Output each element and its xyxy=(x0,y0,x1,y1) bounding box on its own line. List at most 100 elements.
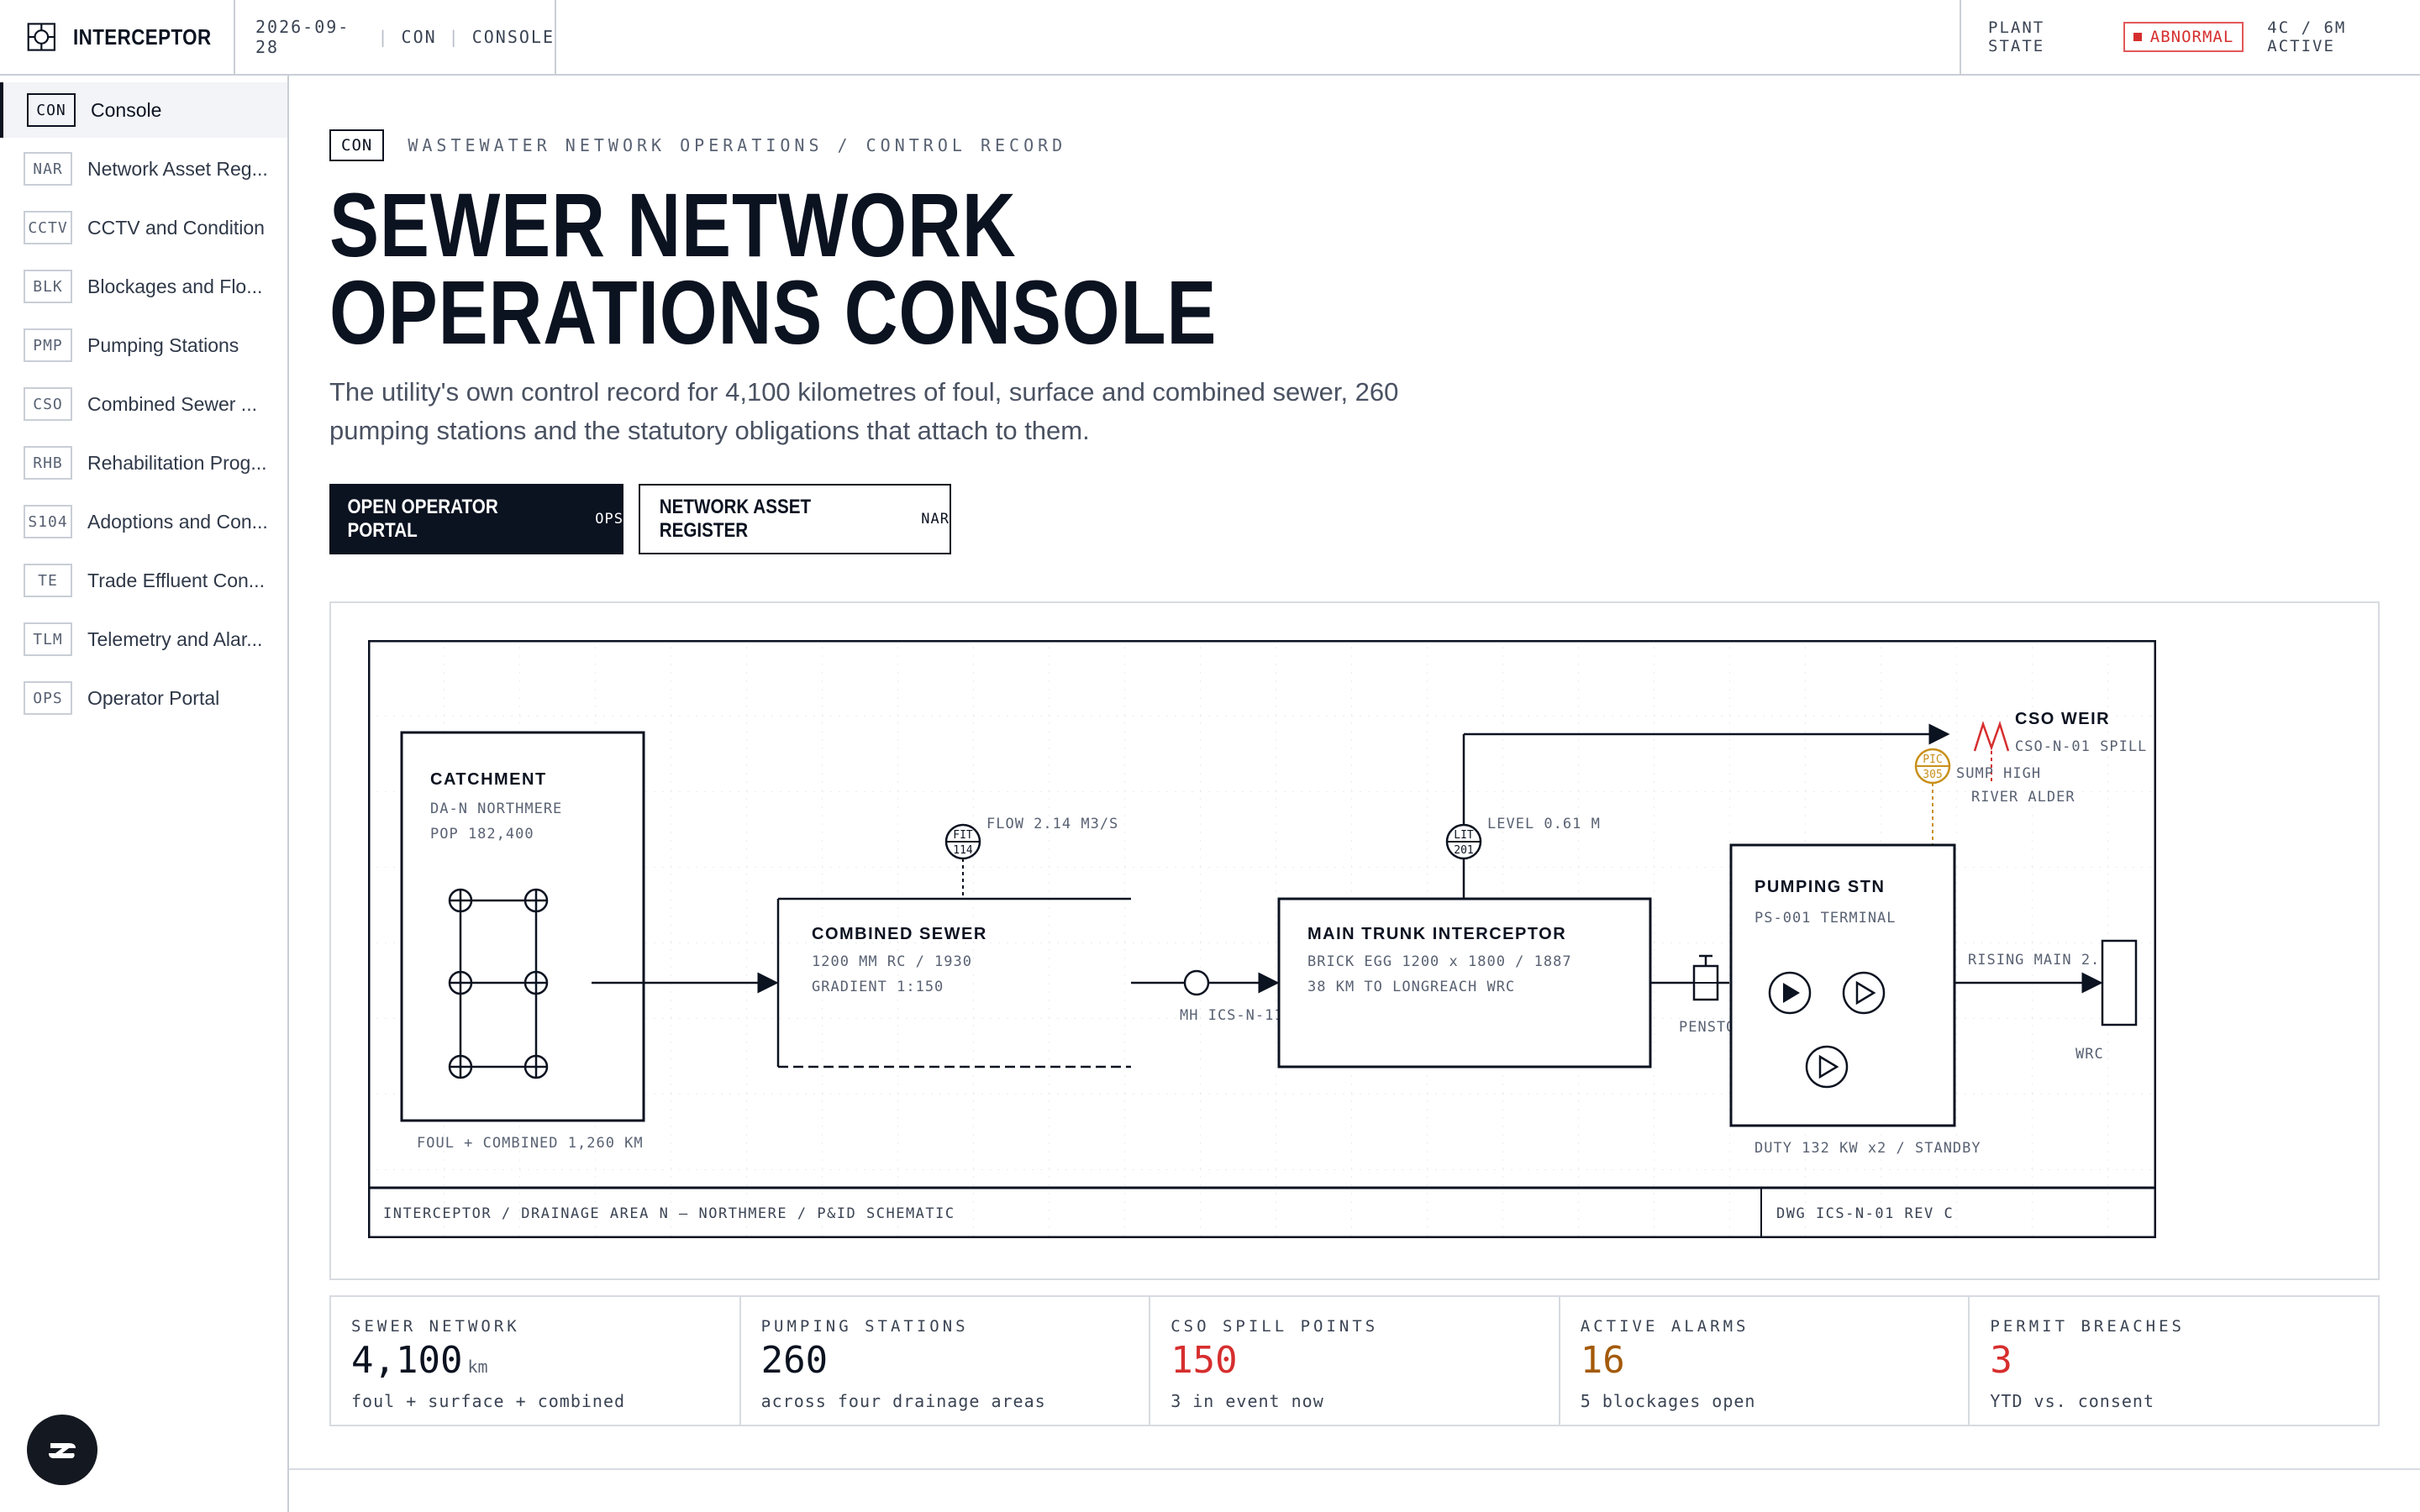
flow-reading: FLOW 2.14 M3/S xyxy=(986,816,1118,832)
kpi-note: foul + surface + combined xyxy=(351,1391,626,1411)
pump-station-id: PS-001 TERMINAL xyxy=(1754,910,1897,927)
drawing-title-block: INTERCEPTOR / DRAINAGE AREA N — NORTHMER… xyxy=(369,1186,2155,1237)
open-operator-portal-button[interactable]: OPEN OPERATOR PORTAL OPS xyxy=(329,484,623,554)
pump-running-icon[interactable] xyxy=(1768,971,1812,1015)
sump-receiving-water: RIVER ALDER xyxy=(1971,789,2075,806)
sidebar-item-label: Combined Sewer ... xyxy=(87,392,257,415)
kpi-label: SEWER NETWORK xyxy=(351,1317,520,1336)
crosshair-logo-icon xyxy=(27,23,55,51)
section-kicker: CON WASTEWATER NETWORK OPERATIONS / CONT… xyxy=(329,129,1066,161)
kpi-value: 150 xyxy=(1171,1339,1238,1382)
sump-alarm: SUMP HIGH xyxy=(1956,765,2041,782)
breadcrumb-separator: | xyxy=(377,27,390,47)
divider xyxy=(289,1468,2420,1470)
page-lede: The utility's own control record for 4,1… xyxy=(329,377,1399,445)
plant-state-value: ABNORMAL xyxy=(2149,28,2234,46)
kpi-unit: km xyxy=(467,1357,488,1377)
active-count: 4C / 6M ACTIVE xyxy=(2267,18,2347,55)
pump-duty: DUTY 132 KW x2 / STANDBY xyxy=(1754,1140,1981,1157)
rising-main-label: RISING MAIN 2.1 KM xyxy=(1968,952,2138,969)
main-trunk-interceptor-block[interactable]: MAIN TRUNK INTERCEPTOR BRICK EGG 1200 x … xyxy=(1277,897,1652,1068)
kpi-label: PERMIT BREACHES xyxy=(1990,1317,2185,1336)
kpi-label: ACTIVE ALARMS xyxy=(1580,1317,1749,1336)
alarm-square-icon xyxy=(2133,33,2142,41)
kpi-value: 4,100 xyxy=(351,1339,463,1382)
manhole-grid-icon xyxy=(448,888,549,1079)
sidebar-item-operator-portal[interactable]: OPS Operator Portal xyxy=(0,670,287,726)
sidebar-item-code: CSO xyxy=(24,387,72,421)
breadcrumb-page: CONSOLE xyxy=(471,27,555,47)
assistant-icon xyxy=(49,1443,76,1458)
sidebar-item-code: PMP xyxy=(24,328,72,362)
pump-standby-icon[interactable] xyxy=(1842,971,1886,1015)
combined-sewer-block[interactable]: COMBINED SEWER 1200 MM RC / 1930 GRADIEN… xyxy=(776,897,1131,1068)
sidebar-item-pumping-stations[interactable]: PMP Pumping Stations xyxy=(0,318,287,373)
breadcrumb-separator: | xyxy=(448,27,460,47)
breadcrumb: 2026-09-28 | CON | CONSOLE xyxy=(235,0,556,74)
flow-instrument[interactable]: FIT 114 FLOW 2.14 M3/S xyxy=(944,816,1118,899)
kpi-label: CSO SPILL POINTS xyxy=(1171,1317,1379,1336)
button-code: OPS xyxy=(595,511,623,528)
sidebar-item-label: Operator Portal xyxy=(87,686,220,709)
sidebar-item-combined-sewer[interactable]: CSO Combined Sewer ... xyxy=(0,376,287,432)
sump-level-instrument[interactable]: PIC 305 SUMP HIGH RIVER ALDER xyxy=(1914,748,2075,845)
plant-state-label: PLANT STATE xyxy=(1988,18,2045,55)
level-instrument[interactable]: LIT 201 LEVEL 0.61 M xyxy=(1445,723,1950,899)
kpi-note: 5 blockages open xyxy=(1580,1391,1756,1411)
kpi-permit-breaches[interactable]: PERMIT BREACHES 3 YTD vs. consent xyxy=(1970,1297,2378,1425)
kpi-active-alarms[interactable]: ACTIVE ALARMS 16 5 blockages open xyxy=(1560,1297,1970,1425)
kpi-cso-spill-points[interactable]: CSO SPILL POINTS 150 3 in event now xyxy=(1150,1297,1560,1425)
drawing-title: INTERCEPTOR / DRAINAGE AREA N — NORTHMER… xyxy=(383,1205,955,1222)
level-reading: LEVEL 0.61 M xyxy=(1487,816,1601,832)
sidebar-item-code: CCTV xyxy=(24,211,72,244)
trunk-length: 38 KM TO LONGREACH WRC xyxy=(1307,979,1515,995)
brand[interactable]: INTERCEPTOR xyxy=(0,0,235,74)
trunk-title: MAIN TRUNK INTERCEPTOR xyxy=(1307,925,1566,943)
cso-status: CSO-N-01 SPILL IN EVENT xyxy=(2015,738,2156,755)
sidebar-item-telemetry[interactable]: TLM Telemetry and Alar... xyxy=(0,612,287,667)
sidebar-item-network-asset-register[interactable]: NAR Network Asset Reg... xyxy=(0,141,287,197)
kpi-value: 260 xyxy=(760,1339,829,1382)
manhole-label: MH ICS-N-114 xyxy=(1180,1007,1293,1024)
network-asset-register-button[interactable]: NETWORK ASSET REGISTER NAR xyxy=(639,484,951,554)
catchment-block[interactable]: CATCHMENT DA-N NORTHMERE POP 182,400 xyxy=(400,731,645,1152)
sidebar-item-code: RHB xyxy=(24,446,72,480)
wrc-outfall[interactable]: WRC xyxy=(2075,939,2138,1063)
assistant-button[interactable] xyxy=(27,1415,97,1485)
sidebar-item-code: OPS xyxy=(24,681,72,715)
kpi-note: YTD vs. consent xyxy=(1990,1391,2154,1411)
sidebar-item-rehabilitation[interactable]: RHB Rehabilitation Prog... xyxy=(0,435,287,491)
catchment-footnote: FOUL + COMBINED 1,260 KM xyxy=(417,1135,644,1152)
sidebar-item-label: Pumping Stations xyxy=(87,333,239,356)
pump-standby-icon[interactable] xyxy=(1805,1045,1849,1089)
sidebar-item-label: Adoptions and Con... xyxy=(87,510,268,533)
sidebar-item-adoptions[interactable]: S104 Adoptions and Con... xyxy=(0,494,287,549)
sidebar-item-trade-effluent[interactable]: TE Trade Effluent Con... xyxy=(0,553,287,608)
kpi-label: PUMPING STATIONS xyxy=(760,1317,969,1336)
plant-state-badge[interactable]: ABNORMAL xyxy=(2123,22,2244,52)
drawing-number: DWG ICS-N-01 REV C xyxy=(1776,1205,1954,1222)
pumping-station-block[interactable]: PUMPING STN PS-001 TERMINAL DUTY 132 KW … xyxy=(1729,843,1981,1157)
kpi-pumping-stations[interactable]: PUMPING STATIONS 260 across four drainag… xyxy=(741,1297,1151,1425)
sidebar-item-blockages[interactable]: BLK Blockages and Flo... xyxy=(0,259,287,314)
trunk-spec: BRICK EGG 1200 x 1800 / 1887 xyxy=(1307,953,1572,970)
manhole-icon[interactable]: MH ICS-N-114 xyxy=(1180,969,1293,1024)
sidebar-item-label: Trade Effluent Con... xyxy=(87,569,265,591)
sidebar-item-label: Network Asset Reg... xyxy=(87,157,268,180)
sidebar-item-cctv[interactable]: CCTV CCTV and Condition xyxy=(0,200,287,255)
page-title-line-1: SEWER NETWORK xyxy=(329,174,1017,276)
breadcrumb-date: 2026-09-28 xyxy=(255,17,350,57)
wrc-label: WRC xyxy=(2075,1046,2104,1063)
breadcrumb-code[interactable]: CON xyxy=(401,27,437,47)
kpi-note: across four drainage areas xyxy=(760,1391,1046,1411)
sidebar-item-console[interactable]: CON Console xyxy=(0,82,287,138)
cso-weir[interactable]: CSO WEIR CSO-N-01 SPILL IN EVENT xyxy=(1973,710,2156,781)
sidebar-item-code: CON xyxy=(27,93,76,127)
sidebar-item-label: Rehabilitation Prog... xyxy=(87,451,267,474)
plant-state: PLANT STATE ABNORMAL 4C / 6M ACTIVE xyxy=(1960,0,2420,74)
sump-tag-number: 305 xyxy=(1923,769,1942,781)
sump-tag-type: PIC xyxy=(1923,753,1942,766)
catchment-population: POP 182,400 xyxy=(430,826,534,843)
